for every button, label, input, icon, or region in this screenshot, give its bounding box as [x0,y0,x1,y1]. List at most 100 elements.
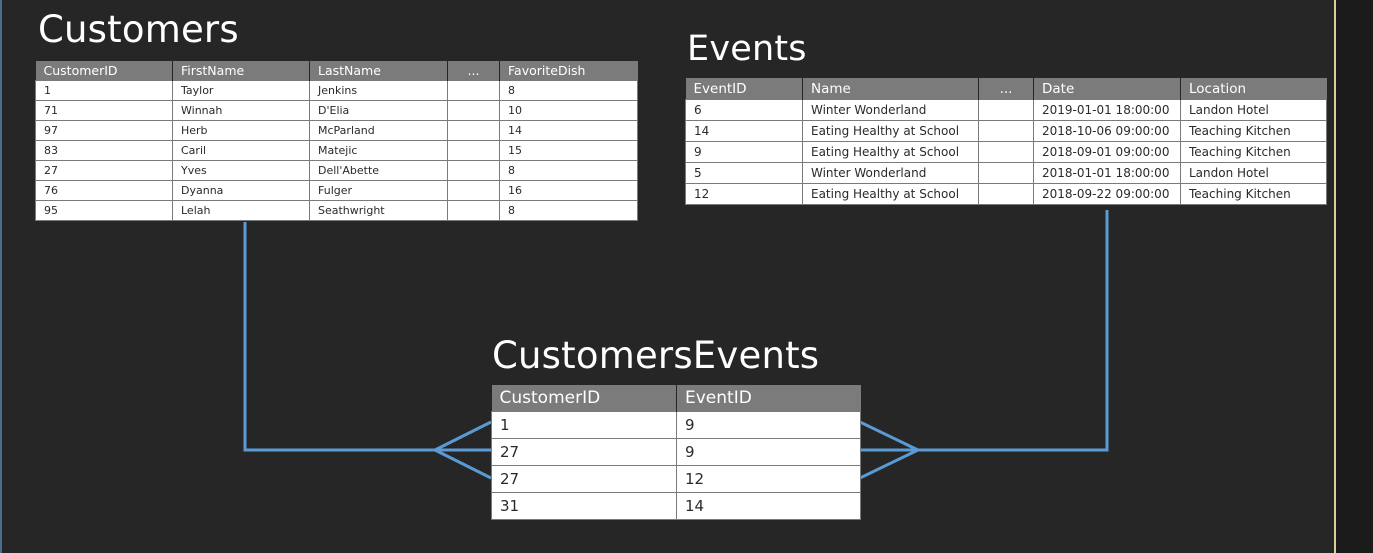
column-header-customerid: CustomerID [491,385,677,412]
cell-location: Teaching Kitchen [1180,120,1327,142]
left-frame-border [0,0,2,553]
cell-customerid: 97 [35,120,173,141]
cell-location: Teaching Kitchen [1180,141,1327,163]
customers-table-title: Customers [38,8,239,51]
customers-crowfoot-icon [434,420,492,480]
column-header-customerid: CustomerID [35,61,173,81]
cell-name: Eating Healthy at School [802,141,979,163]
cell-date: 2019-01-01 18:00:00 [1033,99,1181,121]
events-table-title: Events [687,29,807,69]
cell-favoritedish: 8 [499,160,638,181]
column-header-eventid: EventID [676,385,861,412]
cell-location: Landon Hotel [1180,99,1327,121]
right-margin [1336,0,1373,553]
table-row: 95 Lelah Seathwright 8 [35,200,638,221]
table-row: 12 Eating Healthy at School 2018-09-22 0… [685,183,1327,205]
table-row: 31 14 [491,492,861,520]
cell-favoritedish: 10 [499,100,638,121]
cell-customerid: 27 [35,160,173,181]
table-row: 6 Winter Wonderland 2019-01-01 18:00:00 … [685,99,1327,121]
cell-eventid: 5 [685,162,803,184]
cell-favoritedish: 16 [499,180,638,201]
table-row: 1 9 [491,411,861,439]
column-header-ellipsis: ... [978,78,1034,100]
cell-ellipsis [978,120,1034,142]
table-row: 5 Winter Wonderland 2018-01-01 18:00:00 … [685,162,1327,184]
customersevents-table: CustomerID EventID 1 9 27 9 27 12 31 14 [491,385,861,520]
events-crowfoot-icon [859,420,919,480]
cell-lastname: Fulger [309,180,448,201]
cell-firstname: Caril [172,140,310,161]
cell-location: Landon Hotel [1180,162,1327,184]
cell-firstname: Taylor [172,80,310,101]
events-table: EventID Name ... Date Location 6 Winter … [685,78,1327,205]
column-header-ellipsis: ... [447,61,500,81]
cell-lastname: Jenkins [309,80,448,101]
cell-favoritedish: 8 [499,200,638,221]
cell-favoritedish: 15 [499,140,638,161]
cell-eventid: 12 [676,465,861,493]
cell-eventid: 12 [685,183,803,205]
events-to-customersevents-line [860,210,1109,452]
cell-ellipsis [447,180,500,201]
table-row: 76 Dyanna Fulger 16 [35,180,638,201]
cell-eventid: 14 [685,120,803,142]
customers-header-row: CustomerID FirstName LastName ... Favori… [35,61,638,81]
cell-eventid: 9 [685,141,803,163]
cell-name: Winter Wonderland [802,162,979,184]
customersevents-table-title: CustomersEvents [492,334,820,377]
table-row: 1 Taylor Jenkins 8 [35,80,638,101]
customers-to-customersevents-line [243,222,491,452]
cell-lastname: D'Elia [309,100,448,121]
cell-ellipsis [447,160,500,181]
cell-date: 2018-01-01 18:00:00 [1033,162,1181,184]
cell-lastname: McParland [309,120,448,141]
cell-eventid: 14 [676,492,861,520]
cell-ellipsis [447,100,500,121]
column-header-favoritedish: FavoriteDish [499,61,638,81]
table-row: 71 Winnah D'Elia 10 [35,100,638,121]
cell-ellipsis [447,120,500,141]
column-header-date: Date [1033,78,1181,100]
cell-customerid: 95 [35,200,173,221]
cell-eventid: 6 [685,99,803,121]
cell-customerid: 76 [35,180,173,201]
cell-name: Winter Wonderland [802,99,979,121]
cell-customerid: 1 [491,411,677,439]
cell-name: Eating Healthy at School [802,183,979,205]
cell-ellipsis [978,183,1034,205]
cell-customerid: 71 [35,100,173,121]
cell-favoritedish: 8 [499,80,638,101]
cell-customerid: 31 [491,492,677,520]
table-row: 27 12 [491,465,861,493]
column-header-name: Name [802,78,979,100]
table-row: 9 Eating Healthy at School 2018-09-01 09… [685,141,1327,163]
cell-firstname: Winnah [172,100,310,121]
cell-ellipsis [447,140,500,161]
column-header-lastname: LastName [309,61,448,81]
cell-customerid: 27 [491,465,677,493]
right-frame-border [1334,0,1336,553]
cell-date: 2018-09-22 09:00:00 [1033,183,1181,205]
cell-ellipsis [978,141,1034,163]
cell-firstname: Lelah [172,200,310,221]
cell-eventid: 9 [676,438,861,466]
cell-customerid: 27 [491,438,677,466]
cell-ellipsis [447,80,500,101]
customersevents-header-row: CustomerID EventID [491,385,861,412]
cell-lastname: Dell'Abette [309,160,448,181]
table-row: 27 Yves Dell'Abette 8 [35,160,638,181]
cell-ellipsis [978,162,1034,184]
customers-table: CustomerID FirstName LastName ... Favori… [35,61,638,221]
cell-favoritedish: 14 [499,120,638,141]
cell-date: 2018-09-01 09:00:00 [1033,141,1181,163]
cell-lastname: Seathwright [309,200,448,221]
cell-date: 2018-10-06 09:00:00 [1033,120,1181,142]
table-row: 83 Caril Matejic 15 [35,140,638,161]
cell-name: Eating Healthy at School [802,120,979,142]
cell-firstname: Dyanna [172,180,310,201]
cell-ellipsis [447,200,500,221]
column-header-location: Location [1180,78,1327,100]
column-header-firstname: FirstName [172,61,310,81]
